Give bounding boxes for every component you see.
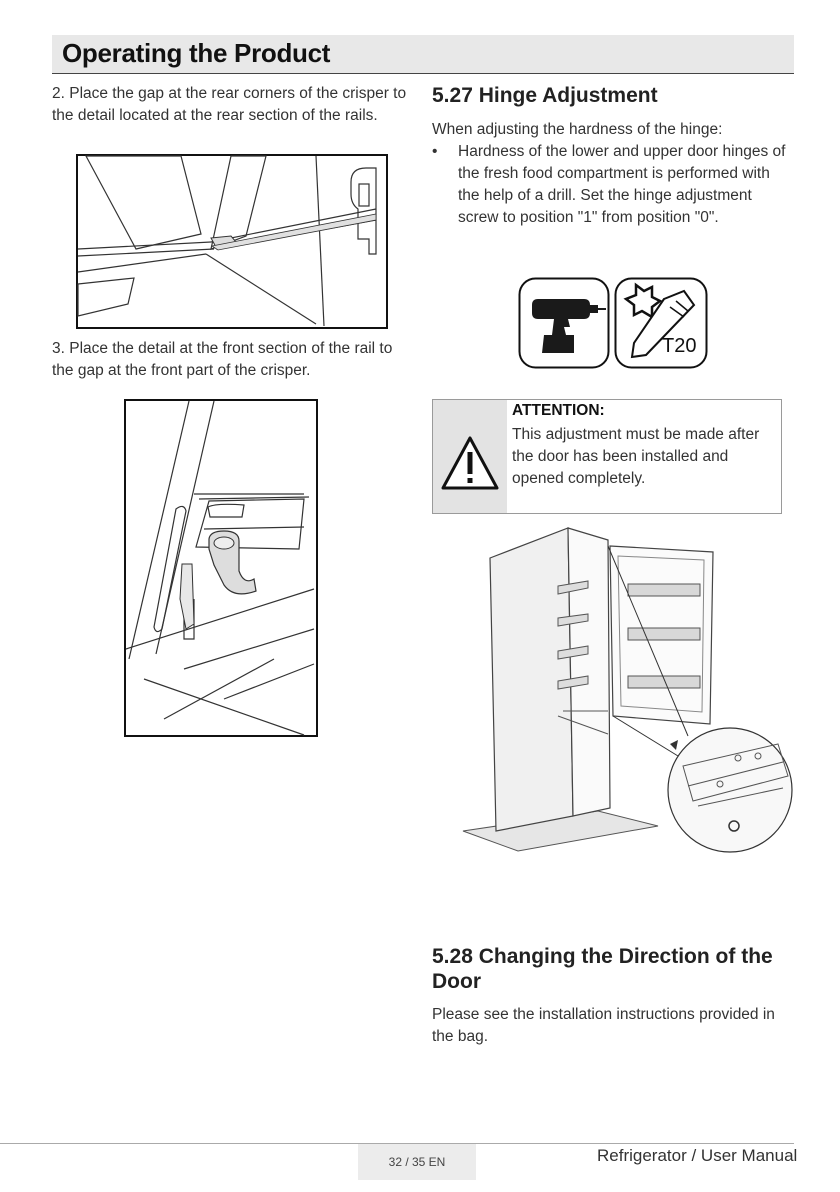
step-3-text: 3. Place the detail at the front section… (52, 340, 393, 379)
step-2-text: 2. Place the gap at the rear corners of … (52, 85, 407, 124)
door-direction-heading: 5.28 Changing the Direction of the Door (432, 945, 773, 993)
footer-document-title: Refrigerator / User Manual (597, 1146, 798, 1165)
bullet-marker: • (432, 143, 438, 160)
hinge-intro-text: When adjusting the hardness of the hinge… (432, 121, 723, 138)
section-header: Operating the Product (52, 35, 794, 74)
hinge-bullet-item: • Hardness of the lower and upper door h… (432, 141, 792, 251)
hinge-adjustment-heading: 5.27 Hinge Adjustment (432, 84, 658, 107)
refrigerator-hinge-illustration (458, 526, 794, 856)
attention-notice: ATTENTION: This adjustment must be made … (432, 399, 782, 514)
drill-icon (518, 277, 610, 369)
t20-torx-bit-icon: T20 (614, 277, 708, 369)
warning-icon (433, 400, 507, 513)
page-number: 32 / 35 EN (358, 1144, 476, 1180)
attention-title: ATTENTION: (512, 402, 605, 419)
tool-label: T20 (662, 335, 697, 357)
attention-body: This adjustment must be made after the d… (512, 426, 760, 487)
page-title: Operating the Product (62, 38, 331, 68)
door-direction-text: Please see the installation instructions… (432, 1006, 775, 1045)
crisper-rear-rail-illustration (76, 154, 388, 329)
footer-divider (0, 1143, 794, 1144)
hinge-bullet-text: Hardness of the lower and upper door hin… (458, 143, 786, 226)
crisper-front-rail-illustration (124, 399, 318, 737)
